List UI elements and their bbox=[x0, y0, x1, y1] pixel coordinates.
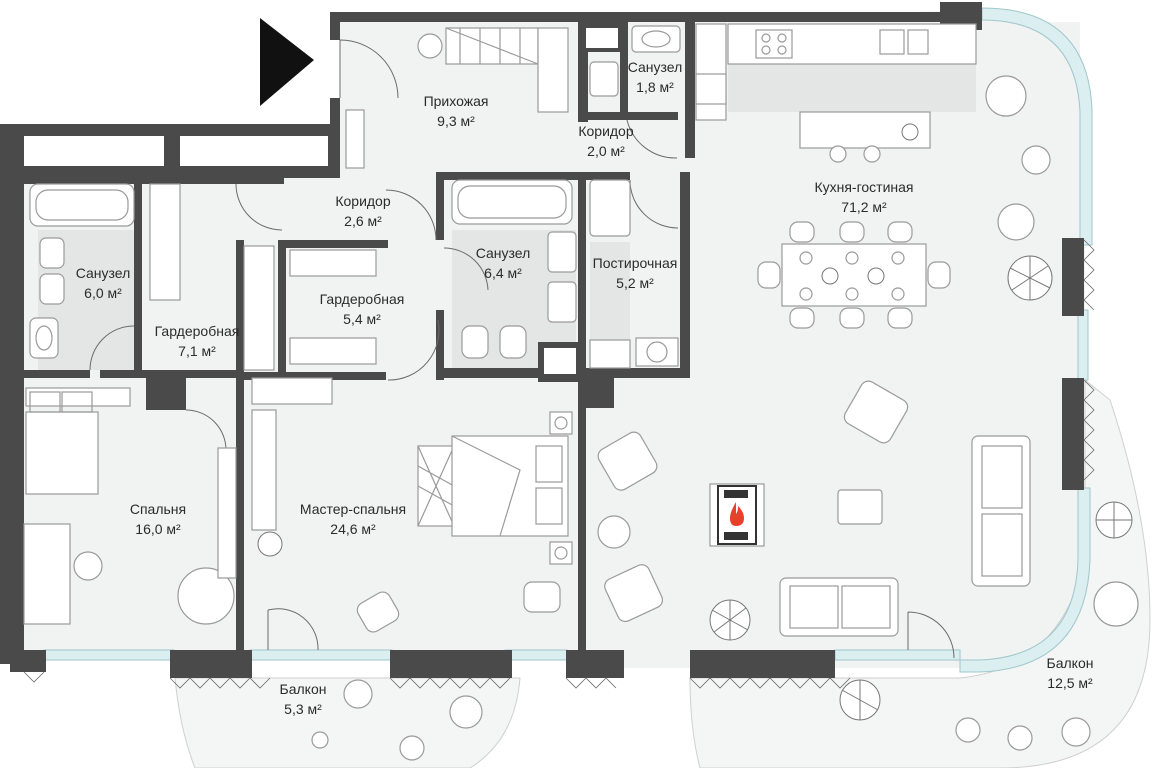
label-bath-left-name: Санузел bbox=[76, 265, 131, 281]
label-corridor-1-area: 2,0 м² bbox=[587, 143, 625, 159]
glazing bbox=[43, 7, 1093, 673]
label-wc-small-area: 1,8 м² bbox=[636, 79, 674, 95]
label-bath-left-area: 6,0 м² bbox=[84, 285, 122, 301]
label-hall-name: Прихожая bbox=[424, 93, 489, 109]
living-furniture bbox=[597, 75, 1051, 637]
label-bath-mid-area: 6,4 м² bbox=[484, 265, 522, 281]
label-bedroom-area: 16,0 м² bbox=[135, 521, 181, 537]
walls bbox=[0, 2, 1084, 678]
label-kitchen-living-area: 71,2 м² bbox=[841, 199, 887, 215]
label-master-bedroom-name: Мастер-спальня bbox=[300, 501, 406, 517]
label-corridor-1-name: Коридор bbox=[578, 123, 634, 139]
label-wardrobe-mid-name: Гардеробная bbox=[320, 291, 405, 307]
label-wardrobe-left-area: 7,1 м² bbox=[178, 343, 216, 359]
railings bbox=[23, 239, 1095, 689]
bedroom-furniture bbox=[23, 377, 573, 633]
label-balcony-large-area: 12,5 м² bbox=[1047, 675, 1093, 691]
label-master-bedroom-area: 24,6 м² bbox=[330, 521, 376, 537]
entrance-arrow-icon bbox=[260, 18, 314, 106]
label-wardrobe-mid-area: 5,4 м² bbox=[343, 311, 381, 327]
label-wc-small-name: Санузел bbox=[628, 59, 683, 75]
label-kitchen-living-name: Кухня-гостиная bbox=[814, 179, 913, 195]
label-hall-area: 9,3 м² bbox=[437, 113, 475, 129]
bathroom-fixtures bbox=[29, 179, 679, 371]
label-bath-mid-name: Санузел bbox=[476, 245, 531, 261]
fireplace-icon bbox=[730, 502, 744, 526]
label-balcony-large-name: Балкон bbox=[1047, 655, 1094, 671]
label-bedroom-name: Спальня bbox=[130, 501, 186, 517]
doors bbox=[89, 39, 955, 659]
label-corridor-2-name: Коридор bbox=[335, 193, 391, 209]
balcony-furniture bbox=[311, 581, 1139, 761]
hall-furniture bbox=[345, 25, 727, 169]
label-balcony-small-area: 5,3 м² bbox=[284, 701, 322, 717]
label-wardrobe-left-name: Гардеробная bbox=[155, 323, 240, 339]
plants bbox=[257, 123, 1133, 721]
room-labels: Прихожая 9,3 м² Санузел 1,8 м² Коридор 2… bbox=[76, 59, 1094, 717]
label-balcony-small-name: Балкон bbox=[280, 681, 327, 697]
label-laundry-area: 5,2 м² bbox=[616, 275, 654, 291]
label-corridor-2-area: 2,6 м² bbox=[344, 213, 382, 229]
label-laundry-name: Постирочная bbox=[593, 255, 678, 271]
